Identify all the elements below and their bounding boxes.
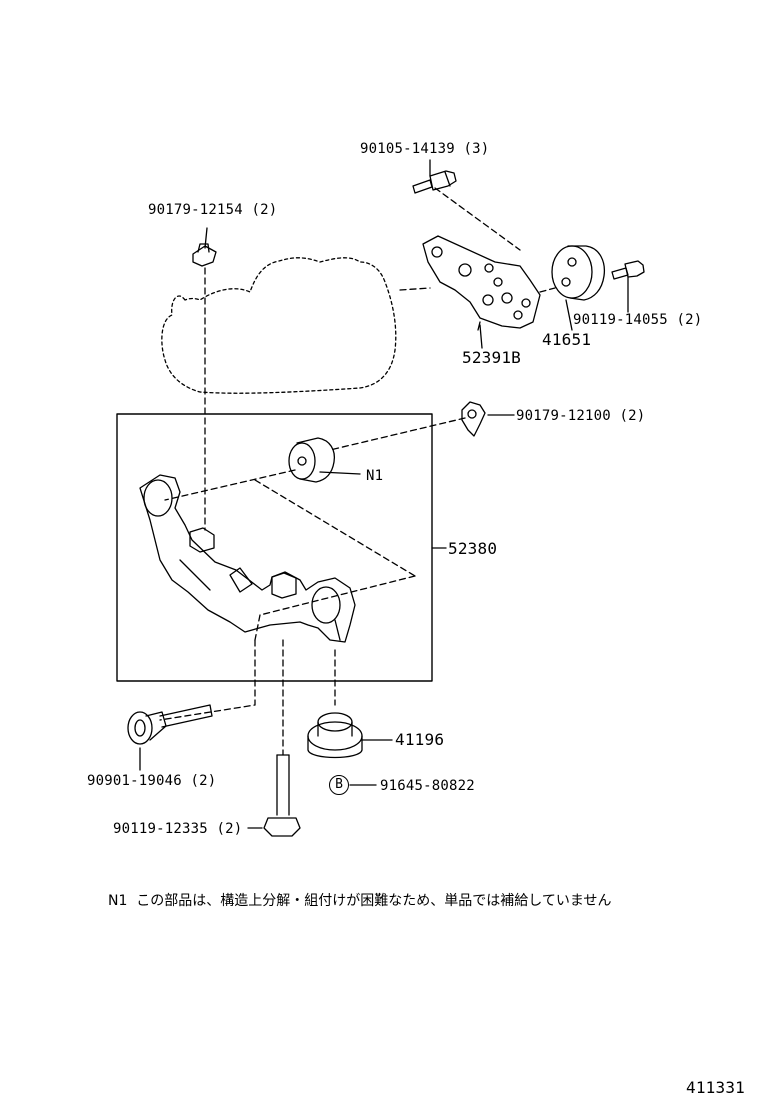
footnote: N1 この部品は、構造上分解・組付けが困難なため、単品では補給していません <box>108 892 611 910</box>
label-41196: 41196 <box>395 730 445 749</box>
label-90901-19046: 90901-19046 (2) <box>87 773 217 789</box>
label-90119-12335: 90119-12335 (2) <box>113 821 243 837</box>
bushing-n1-icon <box>288 437 336 483</box>
label-52380: 52380 <box>448 539 498 558</box>
nut-90179-12100-icon <box>461 401 486 437</box>
bolt-90119-12335-icon <box>263 754 301 837</box>
dashed-leaders <box>159 187 556 756</box>
label-52391b: 52391B <box>462 348 521 367</box>
label-90119-14055: 90119-14055 (2) <box>573 312 703 328</box>
assembly-frame <box>116 413 433 682</box>
label-90105-14139: 90105-14139 (3) <box>360 141 490 157</box>
label-90179-12100: 90179-12100 (2) <box>516 408 646 424</box>
bolt-90119-14055-icon <box>611 260 645 280</box>
footnote-text: この部品は、構造上分解・組付けが困難なため、単品では補給していません <box>136 893 612 909</box>
label-41651: 41651 <box>542 330 592 349</box>
bolt-90901-19046-icon <box>127 704 213 745</box>
label-90179-12154: 90179-12154 (2) <box>148 202 278 218</box>
bracket-52391b-icon <box>422 235 541 331</box>
bushing-41651-icon <box>551 245 606 301</box>
label-n1: N1 <box>366 468 384 484</box>
label-b-badge: B <box>329 775 349 795</box>
label-91645-80822: 91645-80822 <box>380 778 475 794</box>
footnote-key: N1 <box>108 893 128 909</box>
bolt-90105-icon <box>412 170 457 194</box>
crossmember-52380-icon <box>139 474 356 643</box>
engine-outline <box>161 257 397 394</box>
diagram-id: 411331 <box>686 1078 745 1097</box>
leader-lines <box>139 159 629 829</box>
mount-41196-icon <box>307 712 363 759</box>
